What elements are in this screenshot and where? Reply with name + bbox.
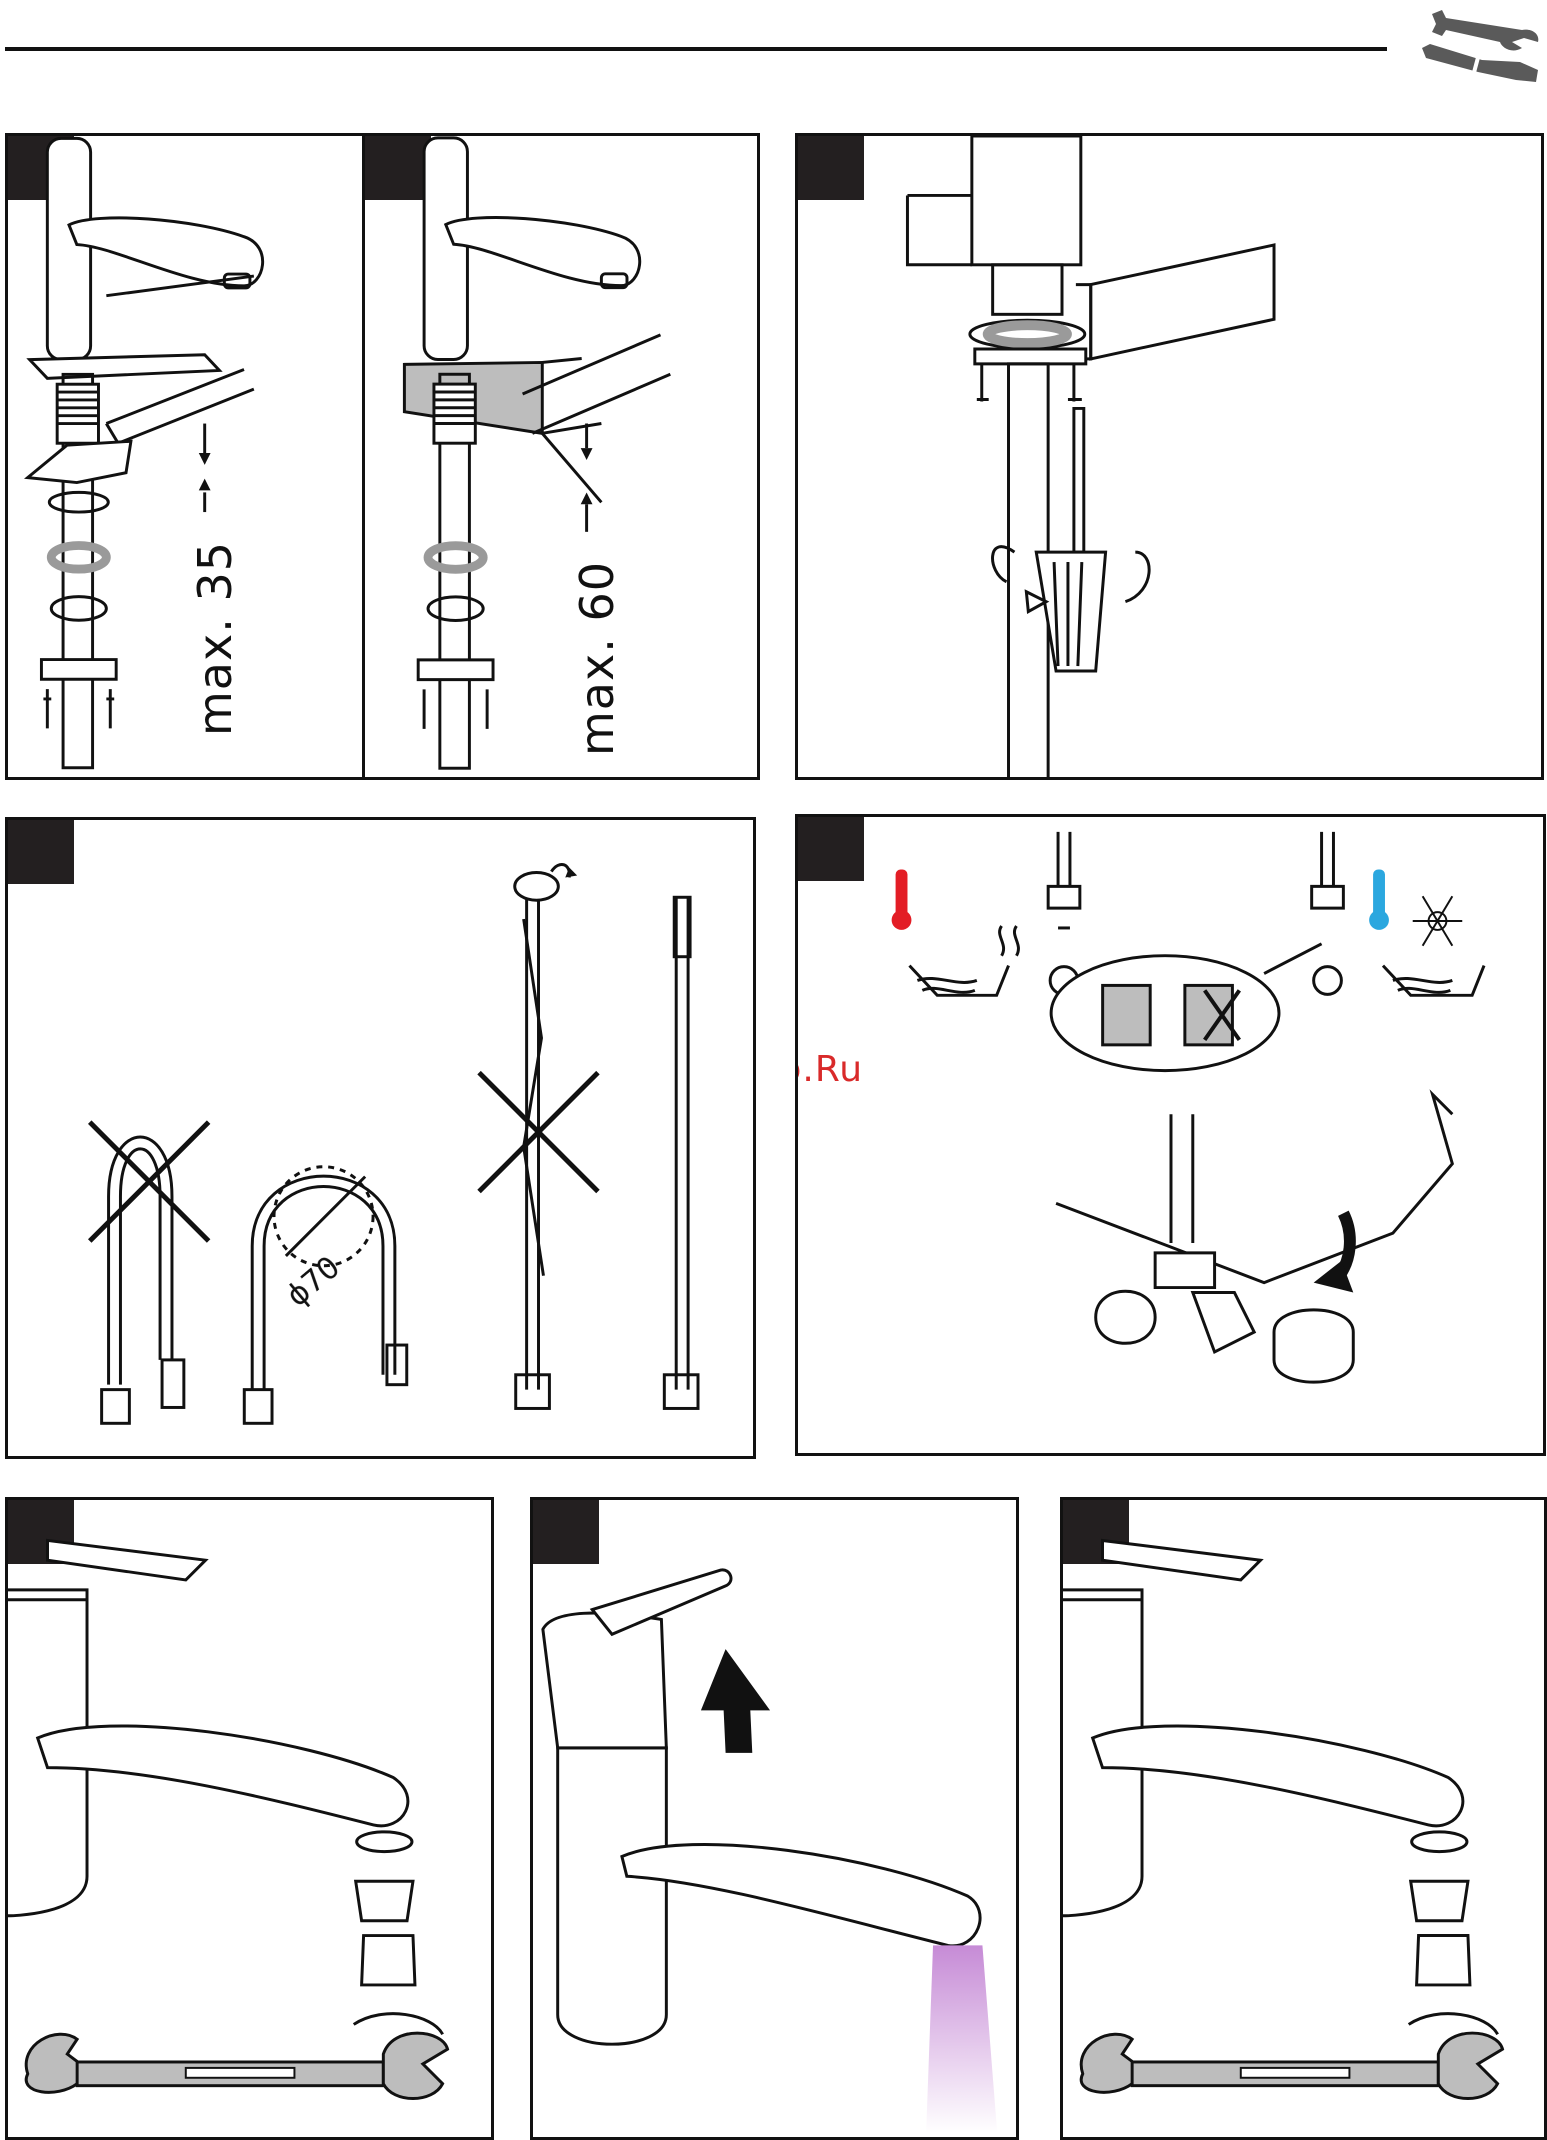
panel-c xyxy=(795,133,1544,780)
panel-b: max. 60 xyxy=(362,133,760,780)
max-35-label: max. 35 xyxy=(188,541,242,736)
panel-f xyxy=(5,1497,494,2140)
header-rule xyxy=(5,47,1387,51)
supply-connection-illustration xyxy=(798,817,1543,1453)
wrench-screwdriver-icon xyxy=(1412,4,1544,88)
panel-g xyxy=(530,1497,1019,2140)
panel-e: McGrp.Ru xyxy=(795,814,1546,1456)
panel-a: max. 35 xyxy=(5,133,367,780)
panel-h xyxy=(1060,1497,1547,2140)
aerator-removal-illustration xyxy=(8,1500,491,2137)
panel-d: ϕ70 xyxy=(5,817,756,1459)
max-60-label: max. 60 xyxy=(570,561,624,756)
faucet-mounting-illustration xyxy=(8,136,364,777)
hose-bending-illustration xyxy=(8,820,753,1456)
flush-illustration xyxy=(533,1500,1016,2137)
fastening-screwdriver-illustration xyxy=(798,136,1541,777)
faucet-mounting-illustration xyxy=(365,136,757,777)
aerator-install-illustration xyxy=(1063,1500,1544,2137)
watermark: McGrp.Ru xyxy=(795,1049,863,1090)
